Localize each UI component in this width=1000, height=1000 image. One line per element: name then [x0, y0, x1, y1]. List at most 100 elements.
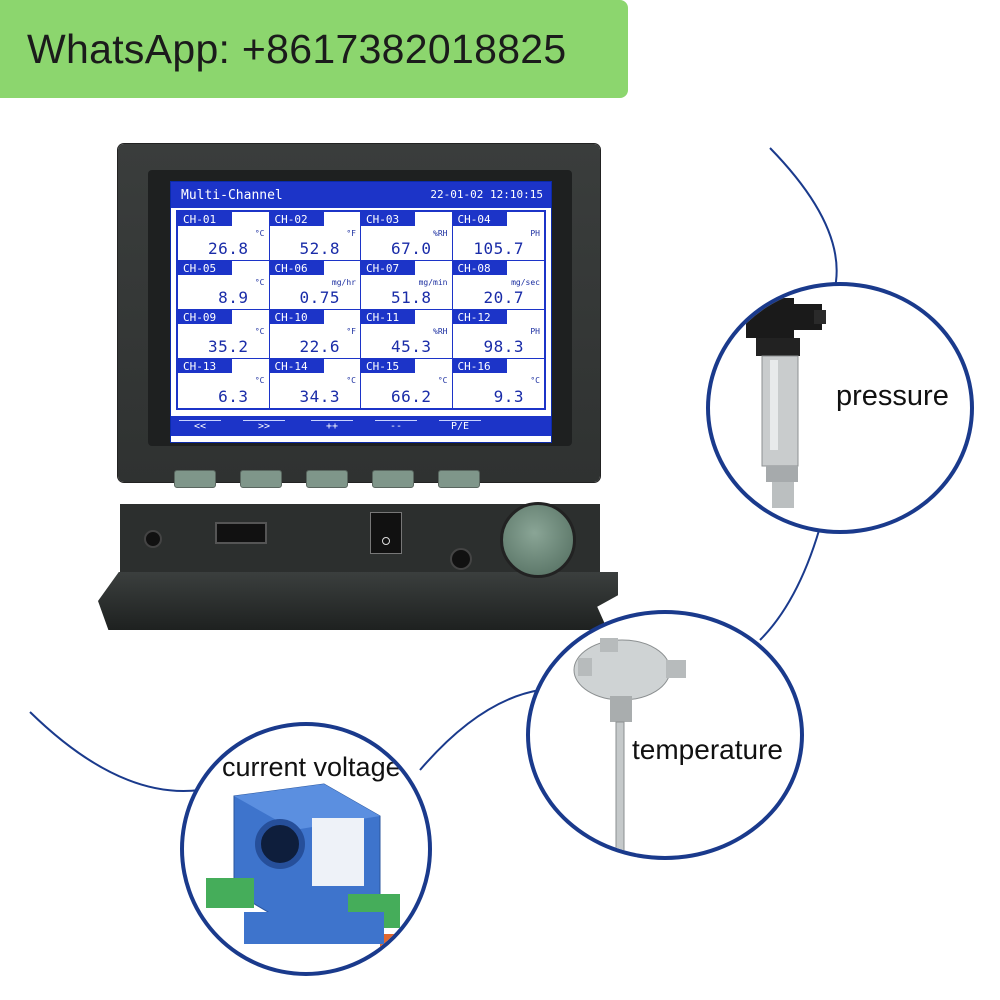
channel-unit: %RH [433, 327, 448, 336]
channel-unit: °F [346, 229, 356, 238]
screw-hole [450, 548, 472, 570]
lcd-header: Multi-Channel 22-01-02 12:10:15 [171, 182, 551, 208]
channel-value: 8.9 [218, 288, 249, 307]
channel-id: CH-06 [269, 261, 324, 275]
channel-value: 22.6 [299, 337, 340, 356]
channel-unit: °C [254, 229, 265, 238]
channel-value: 9.3 [493, 387, 524, 406]
screen-datetime: 22-01-02 12:10:15 [430, 188, 543, 201]
hardware-button-5[interactable] [438, 470, 480, 488]
whatsapp-contact-text: WhatsApp: +8617382018825 [27, 25, 567, 72]
lcd-screen: Multi-Channel 22-01-02 12:10:15 CH-01 °C 2… [170, 181, 552, 443]
channel-unit: °C [530, 376, 540, 385]
channel-value: 98.3 [483, 337, 524, 356]
hardware-button-4[interactable] [372, 470, 414, 488]
channel-id: CH-02 [269, 212, 324, 226]
recorder-front-panel [98, 502, 618, 630]
hardware-button-2[interactable] [240, 470, 282, 488]
channel-unit: PH [530, 327, 540, 336]
softkey-increase[interactable]: ++ [311, 420, 353, 433]
channel-unit: mg/hr [331, 278, 356, 287]
channel-cell: CH-13 °C 6.3 [178, 359, 270, 408]
channel-value: 45.3 [390, 337, 432, 356]
power-switch[interactable] [370, 512, 402, 554]
channel-id: CH-04 [452, 212, 507, 226]
hardware-button-3[interactable] [306, 470, 348, 488]
channel-unit: °F [346, 327, 356, 336]
usb-port[interactable] [215, 522, 267, 544]
channel-value: 66.2 [390, 387, 432, 406]
channel-value: 0.75 [299, 288, 340, 307]
softkey-decrease[interactable]: -- [375, 420, 417, 433]
channel-id: CH-11 [361, 310, 415, 324]
softkey-prev[interactable]: << [179, 420, 221, 433]
current-voltage-label: current voltage [222, 752, 401, 782]
current-transducer-icon [206, 783, 400, 948]
channel-unit: °C [254, 278, 265, 287]
channel-cell: CH-09 °C 35.2 [178, 310, 270, 359]
screen-title: Multi-Channel [181, 188, 283, 203]
current-voltage-sensor-circle: current voltage [180, 722, 432, 976]
channel-id: CH-12 [452, 310, 507, 324]
thermocouple-icon [573, 638, 686, 856]
softkey-bar: << >> ++ -- P/E [171, 416, 551, 436]
curve-bottom-center [419, 689, 541, 771]
rotary-knob[interactable] [500, 502, 576, 578]
channel-unit: °C [437, 376, 448, 385]
curve-mid-right [759, 519, 823, 641]
softkey-next[interactable]: >> [243, 420, 285, 433]
channel-id: CH-14 [269, 359, 324, 373]
channel-id: CH-13 [178, 359, 232, 373]
channel-id: CH-10 [269, 310, 324, 324]
pressure-transmitter-icon [746, 298, 826, 508]
channel-id: CH-05 [178, 261, 232, 275]
door-lip [98, 572, 618, 630]
channel-value: 52.8 [299, 239, 340, 258]
temperature-label: temperature [632, 734, 783, 765]
channel-value: 51.8 [390, 288, 432, 307]
channel-cell: CH-14 °C 34.3 [269, 359, 361, 408]
channel-unit: °C [254, 376, 265, 385]
channel-unit: °C [346, 376, 356, 385]
temperature-sensor-circle: temperature [526, 610, 804, 860]
channel-cell: CH-05 °C 8.9 [178, 261, 270, 310]
channel-unit: mg/sec [511, 278, 540, 287]
channel-id: CH-07 [361, 261, 415, 275]
channel-unit: %RH [433, 229, 448, 238]
channel-cell: CH-10 °F 22.6 [269, 310, 361, 359]
paperless-recorder: Multi-Channel 22-01-02 12:10:15 CH-01 °C 2… [118, 144, 600, 488]
channel-cell: CH-02 °F 52.8 [269, 212, 361, 261]
channel-value: 105.7 [473, 239, 524, 258]
channel-id: CH-15 [361, 359, 415, 373]
curve-bottom-left [29, 711, 201, 792]
curve-top-right [769, 147, 838, 293]
pressure-label: pressure [836, 380, 949, 412]
pressure-sensor-circle: pressure [706, 282, 974, 534]
softkey-pe[interactable]: P/E [439, 420, 481, 433]
screw-hole [144, 530, 162, 548]
channel-id: CH-03 [361, 212, 415, 226]
hardware-button-1[interactable] [174, 470, 216, 488]
whatsapp-banner: WhatsApp: +8617382018825 [0, 0, 628, 98]
channel-unit: °C [254, 327, 265, 336]
channel-value: 20.7 [483, 288, 524, 307]
channel-unit: mg/min [418, 278, 448, 287]
channel-value: 34.3 [299, 387, 340, 406]
channel-id: CH-08 [452, 261, 507, 275]
channel-value: 6.3 [218, 387, 249, 406]
channel-id: CH-01 [178, 212, 232, 226]
channel-id: CH-09 [178, 310, 232, 324]
channel-value: 67.0 [390, 239, 432, 258]
channel-value: 35.2 [207, 337, 249, 356]
